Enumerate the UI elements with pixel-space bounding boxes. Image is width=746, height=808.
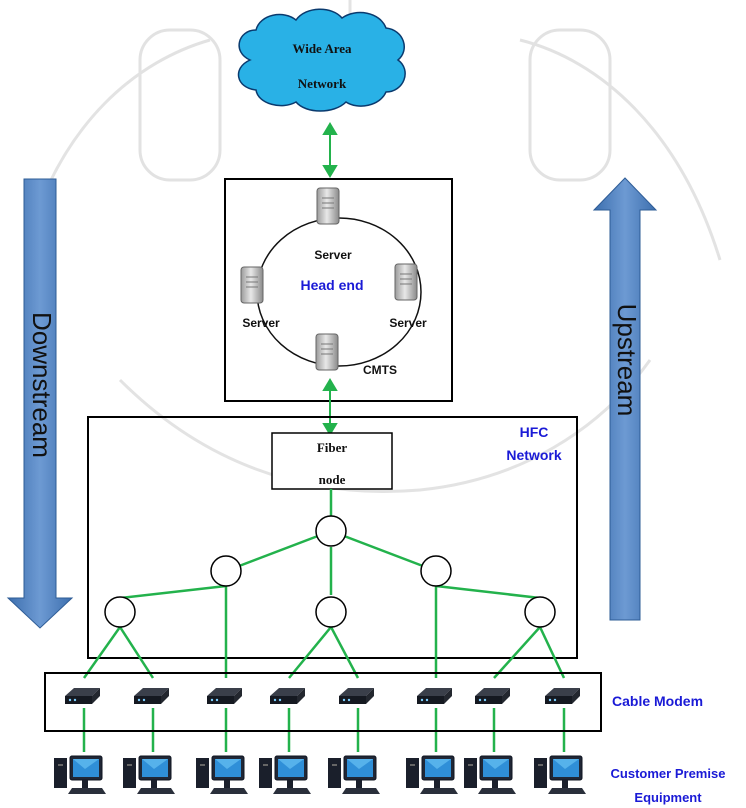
cpe-computer-icons xyxy=(53,755,587,795)
modem-icon xyxy=(339,688,374,704)
modem-icon xyxy=(417,688,452,704)
node-leaf-2 xyxy=(315,596,347,628)
node-level1-left xyxy=(210,555,242,587)
computer-icon xyxy=(258,755,312,795)
cmts-icon xyxy=(315,333,339,371)
modem-icon xyxy=(475,688,510,704)
downstream-label: Downstream xyxy=(27,312,57,458)
wan-cloud: Wide Area Network xyxy=(237,8,406,112)
fiber-node-line1: Fiber xyxy=(317,440,348,455)
hfc-label-line1: HFC xyxy=(520,424,549,440)
modem-icons xyxy=(65,688,580,704)
hfc-label-line2: Network xyxy=(506,447,561,463)
hfc-tree-nodes xyxy=(104,515,556,628)
modem-icon xyxy=(545,688,580,704)
cable-modem-label: Cable Modem xyxy=(612,693,703,709)
server-icon-top xyxy=(316,187,340,225)
wan-headend-link xyxy=(322,122,338,178)
server-label-top: Server xyxy=(314,248,352,262)
cpe-label-line2: Equipment xyxy=(634,790,702,805)
computer-icon xyxy=(533,755,587,795)
node-root xyxy=(315,515,347,547)
server-label-right: Server xyxy=(389,316,427,330)
wan-label-line2: Network xyxy=(298,76,347,91)
node-leaf-1 xyxy=(104,596,136,628)
computer-icon xyxy=(463,755,517,795)
headend-label: Head end xyxy=(300,277,363,293)
fiber-node-line2: node xyxy=(319,472,346,487)
headend-fiber-link xyxy=(322,378,338,436)
node-leaf-3 xyxy=(524,596,556,628)
modem-icon xyxy=(65,688,100,704)
computer-icon xyxy=(195,755,249,795)
computer-icon xyxy=(327,755,381,795)
downstream-arrow: Downstream xyxy=(6,178,74,629)
server-icon-right xyxy=(394,263,418,301)
wan-label-line1: Wide Area xyxy=(292,41,352,56)
cmts-label: CMTS xyxy=(363,363,397,377)
computer-icon xyxy=(405,755,459,795)
modem-icon xyxy=(270,688,305,704)
watermark xyxy=(23,0,722,494)
server-icon-left xyxy=(240,266,264,304)
modem-icon xyxy=(134,688,169,704)
node-level1-right xyxy=(420,555,452,587)
cable-modem-box xyxy=(44,672,602,732)
cpe-label-line1: Customer Premise xyxy=(611,766,726,781)
headend-box xyxy=(224,178,453,402)
server-label-left: Server xyxy=(242,316,280,330)
computer-icon xyxy=(53,755,107,795)
computer-icon xyxy=(122,755,176,795)
modem-icon xyxy=(207,688,242,704)
hfc-tree-links xyxy=(82,489,566,752)
hfc-network-box xyxy=(87,416,578,659)
upstream-label: Upstream xyxy=(612,304,642,417)
fiber-node-box xyxy=(271,432,393,490)
upstream-arrow: Upstream xyxy=(592,177,658,621)
